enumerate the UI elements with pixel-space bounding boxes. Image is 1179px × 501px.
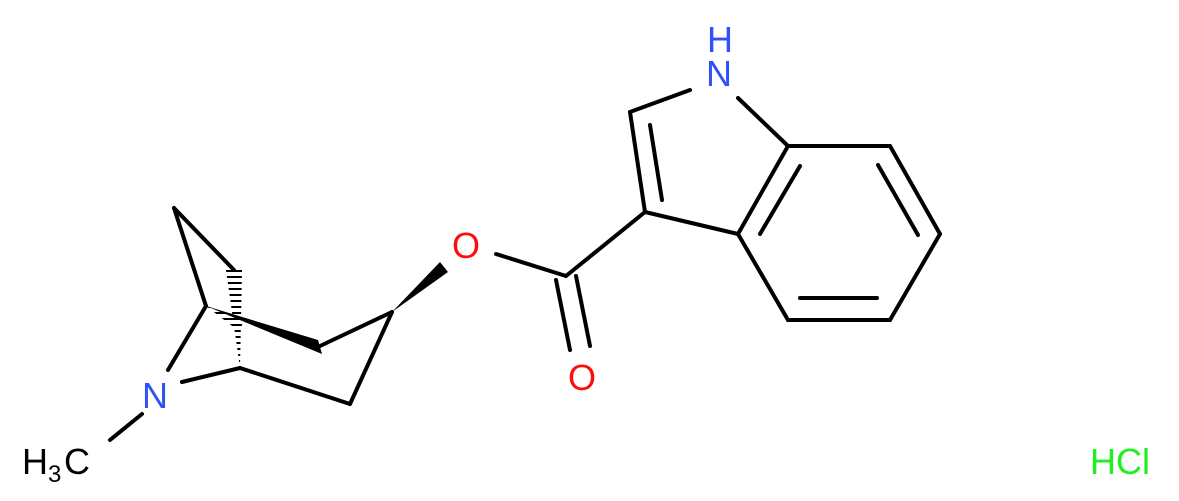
bond-benz-2 bbox=[888, 144, 942, 236]
bond-c1-c7 bbox=[172, 206, 208, 308]
atom-nh-h: H bbox=[707, 19, 733, 60]
atom-nh-n: N bbox=[706, 53, 732, 94]
hash-c1-c2-back bbox=[206, 306, 244, 332]
atom-o-ester: O bbox=[452, 225, 480, 266]
bond-n1-c2 bbox=[628, 88, 692, 114]
bond-c3-ccarbonyl bbox=[564, 210, 647, 278]
bond-c3-c3a bbox=[643, 210, 740, 236]
bond-c4-c5 bbox=[238, 366, 352, 406]
wedge-c3-o bbox=[392, 262, 448, 312]
bond-benz-6b bbox=[758, 164, 802, 236]
bond-benz-5 bbox=[736, 232, 790, 322]
bond-c7a-n1 bbox=[736, 96, 790, 148]
bond-n8-methyl bbox=[108, 412, 144, 442]
methyl-h: H bbox=[22, 441, 48, 482]
bond-c7-c6 bbox=[172, 206, 236, 272]
bond-c5-n8 bbox=[180, 366, 242, 384]
salt-label: HCl bbox=[1090, 441, 1150, 482]
bonds bbox=[108, 88, 942, 442]
methyl-c: C bbox=[64, 441, 90, 482]
methyl-sub: 3 bbox=[48, 461, 61, 488]
bond-c3t-c4 bbox=[348, 310, 394, 406]
bond-c-o-double-1 bbox=[554, 278, 572, 352]
bond-c1-n8 bbox=[166, 304, 208, 372]
bond-benz-6 bbox=[736, 144, 790, 236]
bond-c-o-double-2 bbox=[574, 274, 592, 348]
bond-c2-c3b bbox=[648, 123, 664, 202]
atom-o-carbonyl: O bbox=[568, 357, 596, 398]
bond-benz-2b bbox=[876, 163, 920, 237]
bond-c2-c3 bbox=[628, 110, 647, 214]
bond-c2t-c3t bbox=[318, 310, 394, 348]
atom-n-bridge: N bbox=[142, 375, 168, 416]
methyl-label: H 3 C bbox=[22, 441, 90, 488]
bond-c-o-single bbox=[494, 252, 568, 278]
bond-benz-3 bbox=[888, 232, 942, 322]
